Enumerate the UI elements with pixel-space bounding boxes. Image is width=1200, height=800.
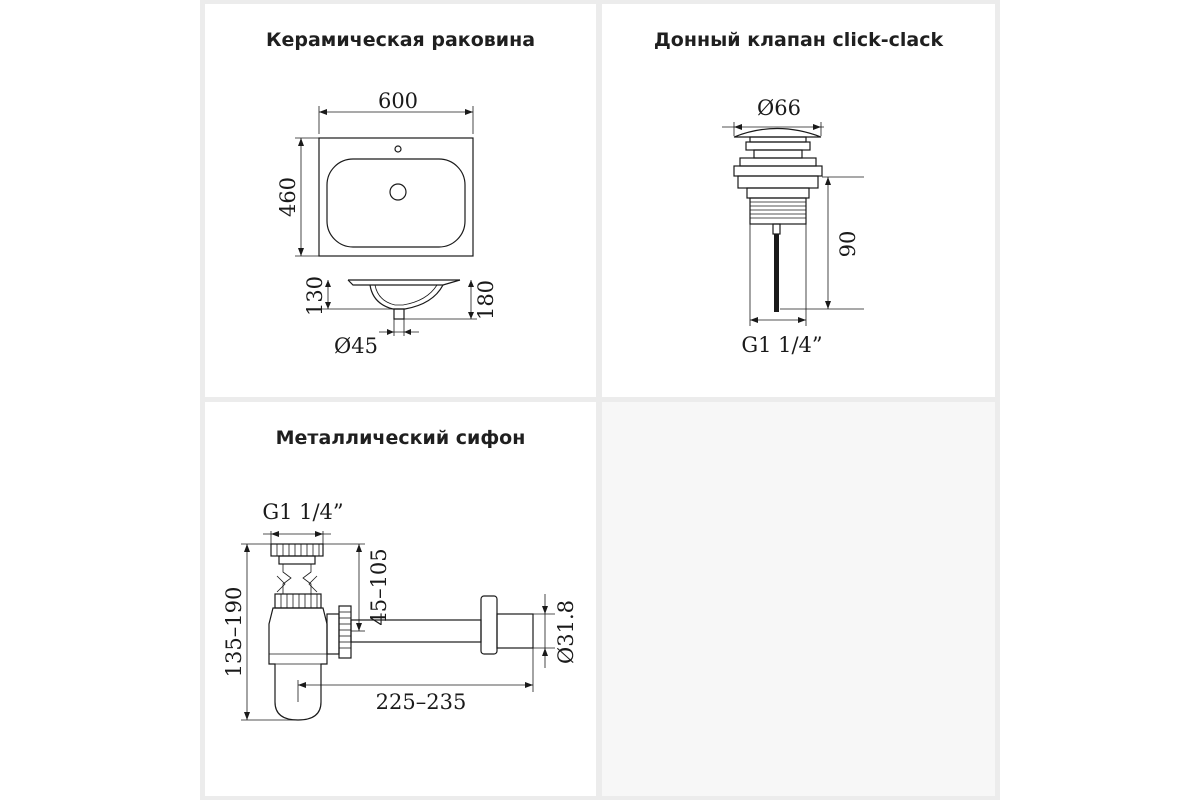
siphon-outlet-length-label: 225–235: [376, 690, 467, 714]
basin-bowl: [326, 158, 466, 248]
siphon-inlet-range-label: 45–105: [367, 548, 391, 625]
siphon-height-range-label: 135–190: [222, 587, 246, 678]
siphon-bottle: [268, 607, 328, 721]
basin-drain-diameter-label: Ø45: [334, 334, 378, 358]
empty-panel: [602, 402, 995, 796]
valve-height-label: 90: [836, 231, 860, 258]
basin-drain-outlet: [393, 308, 405, 320]
basin-drawing: 600 460 130 180: [276, 89, 498, 358]
drain-hole: [389, 183, 407, 201]
basin-title: Керамическая раковина: [265, 29, 536, 51]
siphon-body-nut: [274, 593, 322, 609]
valve-cap: [733, 127, 822, 138]
valve-stem: [774, 234, 779, 312]
siphon-outlet-diameter-label: Ø31.8: [554, 600, 578, 664]
basin-top-view: [318, 137, 474, 257]
faucet-hole: [394, 145, 402, 153]
valve-title: Донный клапан click-clack: [653, 29, 944, 51]
siphon-drawing: G1 1/4”: [222, 500, 578, 721]
siphon-panel: Металлический сифон G1 1/4”: [205, 402, 596, 796]
siphon-outlet-end: [496, 613, 534, 649]
siphon-thread-label: G1 1/4”: [262, 500, 343, 524]
valve-drawing: Ø66 90: [722, 96, 864, 357]
basin-total-height-label: 180: [474, 280, 498, 320]
valve-panel: Донный клапан click-clack Ø66: [602, 4, 995, 397]
siphon-top-nut: [270, 543, 324, 557]
siphon-outlet-nut: [338, 605, 352, 659]
basin-depth-label: 460: [276, 177, 300, 217]
basin-width-label: 600: [378, 89, 418, 113]
basin-inner-height-label: 130: [303, 276, 327, 316]
siphon-wall-flange: [480, 595, 498, 655]
valve-thread-label: G1 1/4”: [741, 333, 822, 357]
valve-cap-diameter-label: Ø66: [757, 96, 801, 120]
valve-flange: [733, 165, 823, 177]
siphon-title: Металлический сифон: [275, 427, 526, 449]
basin-panel: Керамическая раковина 600 460 130: [205, 4, 596, 397]
